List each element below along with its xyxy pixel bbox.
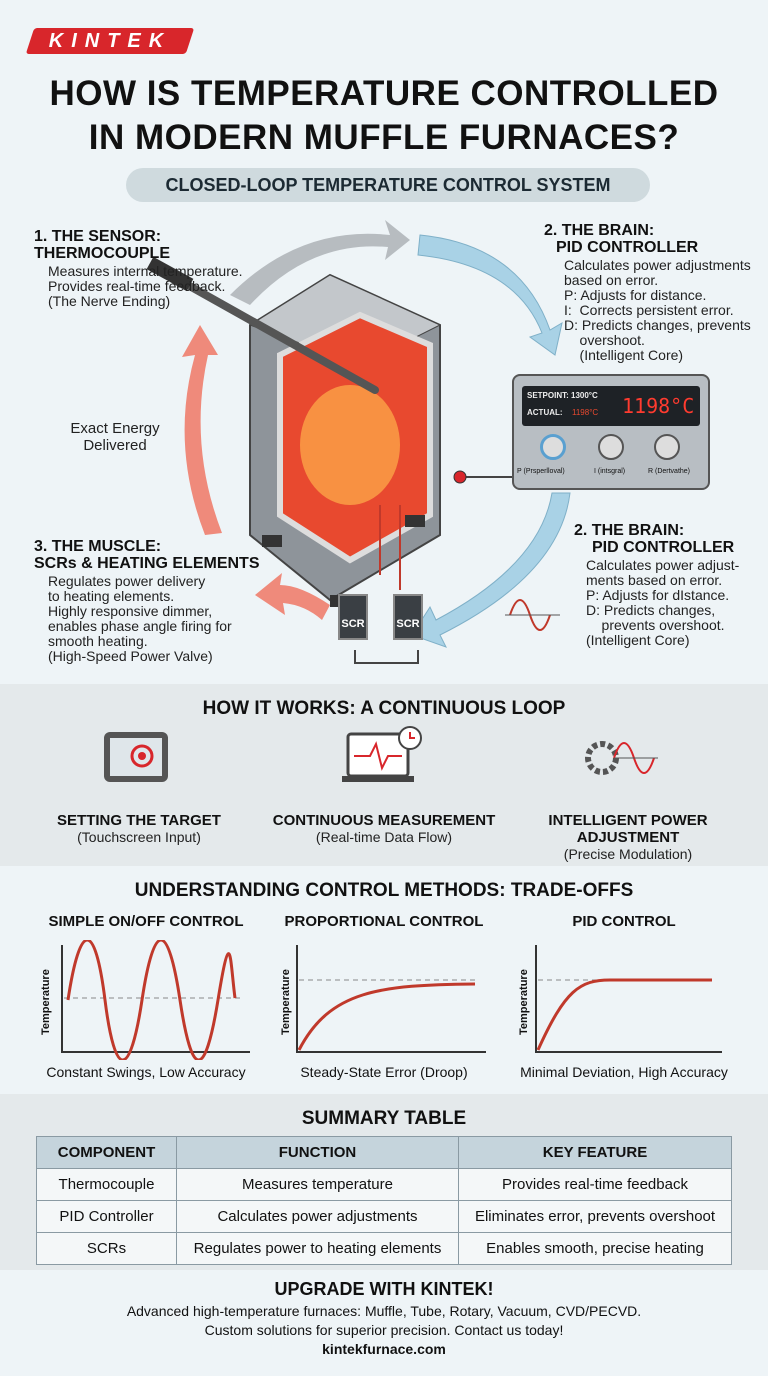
control-loop-diagram [146, 220, 571, 664]
temperature-display: 1198°C [622, 394, 695, 418]
blue-arrow-top [417, 234, 563, 356]
furnace-icon [248, 273, 442, 607]
thermocouple-icon [146, 256, 379, 394]
pid-chart [535, 945, 722, 1053]
sensor-block: 1. THE SENSOR: THERMOCOUPLE Measures int… [34, 228, 243, 309]
pid-curve [536, 978, 712, 1051]
monitor-clock-icon [342, 726, 422, 782]
touchscreen-icon [104, 732, 168, 782]
subtitle-pill: CLOSED-LOOP TEMPERATURE CONTROL SYSTEM [126, 168, 650, 202]
grey-arrow [230, 220, 410, 305]
gear-wave-icon [585, 741, 658, 775]
proportional-chart [296, 945, 486, 1053]
step-setting-target: SETTING THE TARGET(Touchscreen Input) [57, 812, 221, 845]
red-arrow-left [255, 573, 330, 620]
step-continuous-measurement: CONTINUOUS MEASUREMENT(Real-time Data Fl… [272, 812, 496, 845]
control-method-charts [61, 940, 722, 1060]
brain-bottom-block: 2. THE BRAIN: PID CONTROLLER Calculates … [574, 522, 740, 648]
i-knob[interactable] [598, 434, 624, 460]
kintek-logo: KINTEK [25, 28, 195, 54]
step-power-adjustment: INTELLIGENT POWER ADJUSTMENT(Precise Mod… [548, 812, 708, 862]
p-knob[interactable] [540, 434, 566, 460]
onoff-curve [66, 940, 237, 1060]
proportional-curve [297, 982, 476, 1051]
brain-top-block: 2. THE BRAIN: PID CONTROLLER Calculates … [544, 222, 751, 363]
onoff-chart [61, 940, 250, 1060]
muscle-block: 3. THE MUSCLE: SCRs & HEATING ELEMENTS R… [34, 538, 260, 664]
website-link[interactable]: kintekfurnace.com [322, 1341, 446, 1357]
scr-component: SCR [338, 594, 368, 640]
how-it-works-section: HOW IT WORKS: A CONTINUOUS LOOP SETTING … [0, 684, 768, 866]
scr-component: SCR [393, 594, 423, 640]
sine-wave-icon [505, 599, 560, 631]
red-arrow-up [182, 325, 222, 535]
d-knob[interactable] [654, 434, 680, 460]
pid-controller-panel: SETPOINT: 1300°C ACTUAL: 1198°C 1198°C P… [512, 374, 710, 490]
